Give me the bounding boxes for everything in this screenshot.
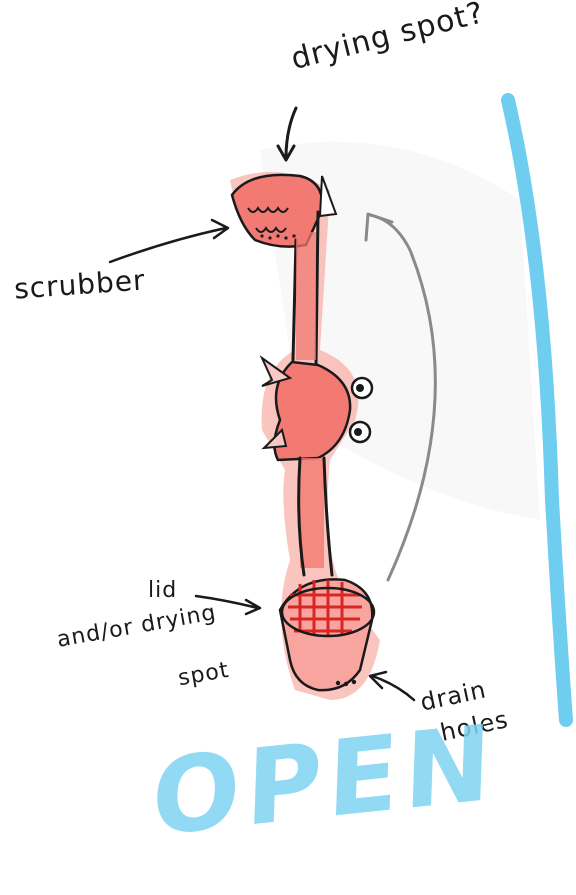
eye-upper-pupil [356,384,364,392]
upper-handle-fill [296,232,316,360]
scrubber-dots [260,234,296,240]
fin-upper [259,355,293,387]
scrubber-clip [318,175,338,218]
open-indicator-line [501,93,573,727]
lower-handle-fill [300,458,324,568]
eye-lower-pupil [354,428,362,436]
arrow-drain-holes [368,670,416,702]
lower-handle [297,456,334,577]
motion-arc-arrowhead [364,212,394,242]
fin-lower [261,428,288,450]
scrubber-bristles [247,206,289,233]
arrow-drying-spot [276,106,298,162]
motion-arc [368,213,437,582]
middle-joint [273,360,352,462]
label-lid-line1: lid [148,578,178,603]
cup-rim [280,586,376,638]
arrow-scrubber [108,218,230,264]
drain-holes-icon [335,679,357,687]
arrow-lid [194,594,262,616]
upper-handle [291,210,320,367]
